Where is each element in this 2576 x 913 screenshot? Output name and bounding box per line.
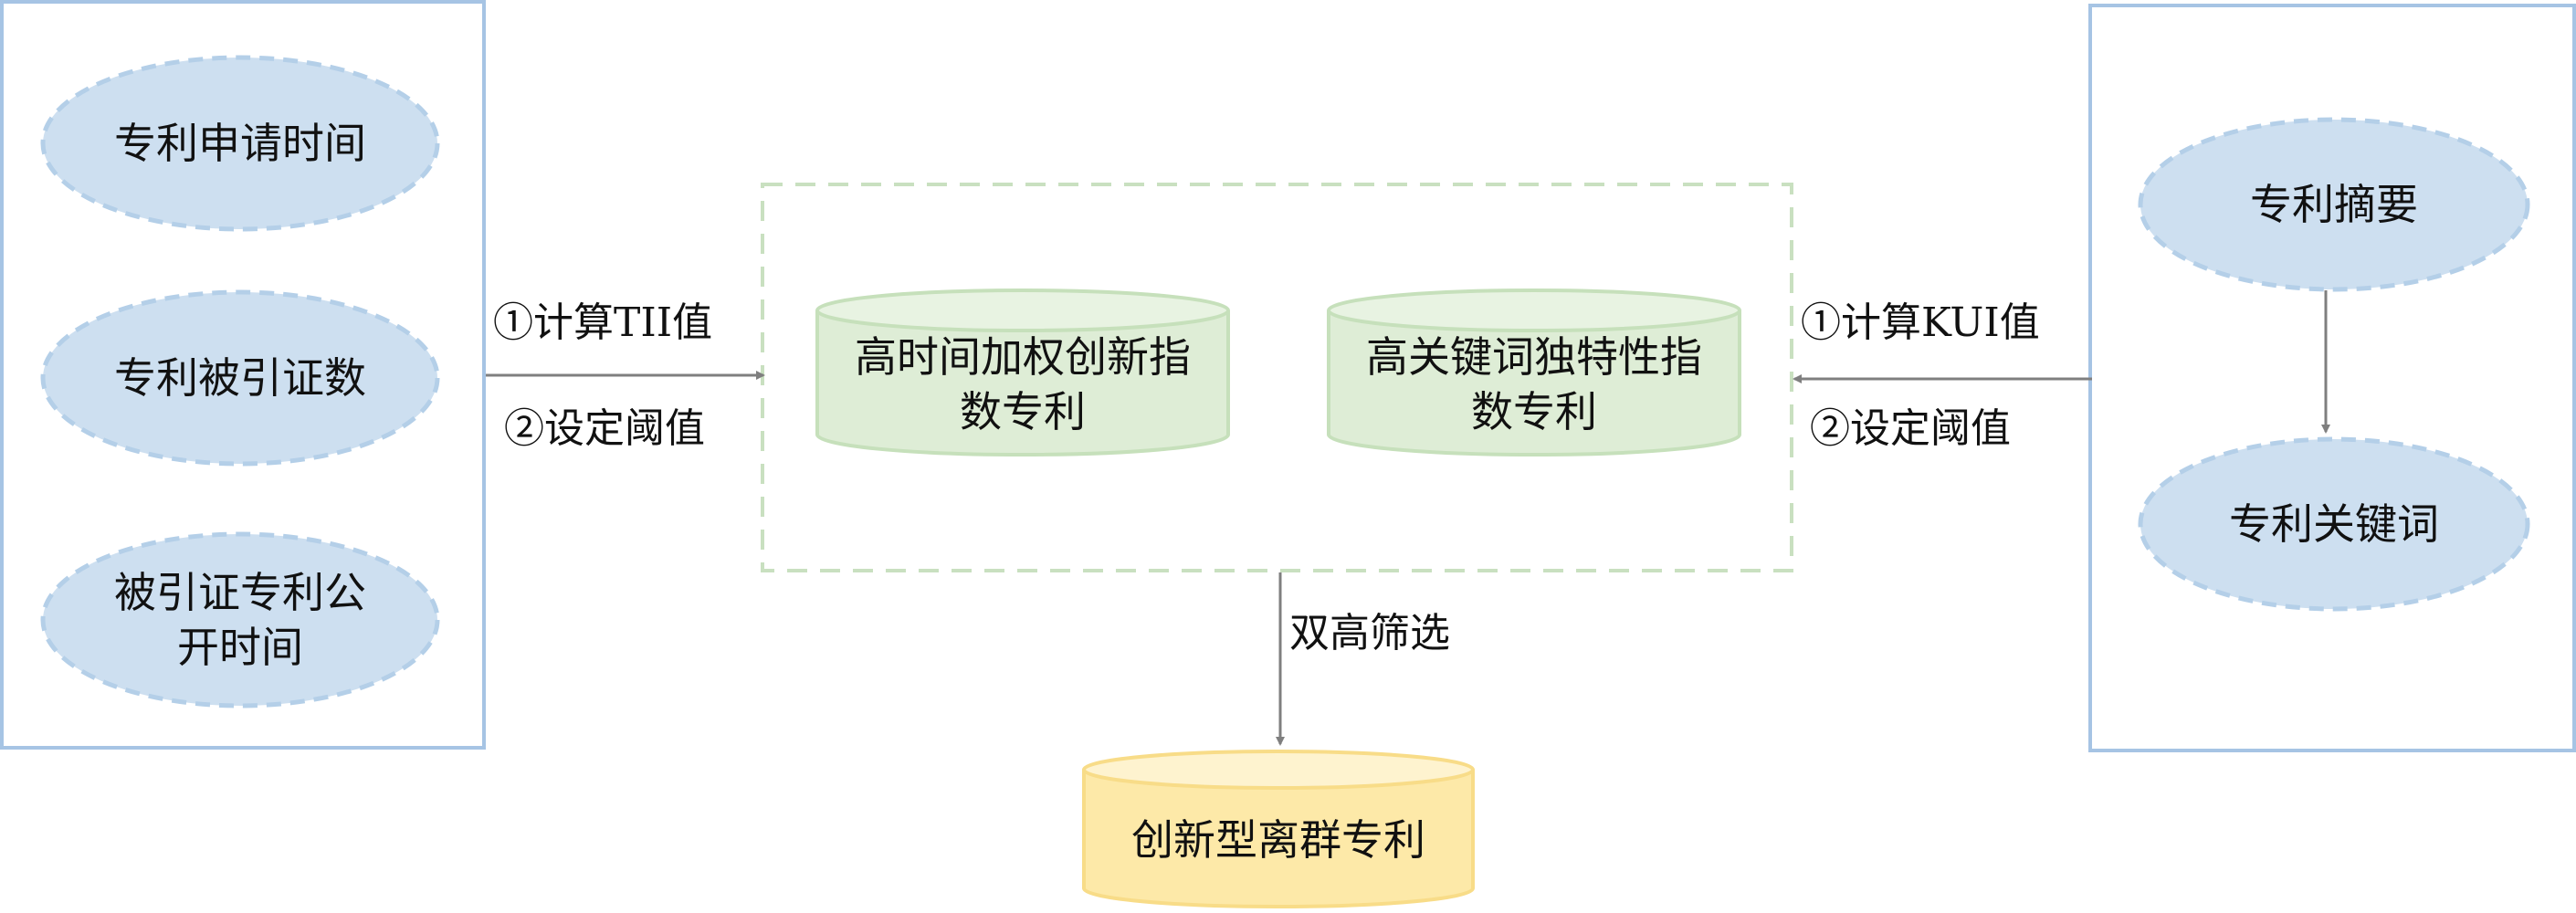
cylinder-kui bbox=[1327, 289, 1741, 456]
cylinder-tii bbox=[815, 289, 1230, 456]
right-node-abstract: 专利摘要 bbox=[2250, 180, 2418, 229]
output-node-outlier-patents: 创新型离群专利 bbox=[1131, 815, 1425, 865]
left-node-citation-count: 专利被引证数 bbox=[114, 353, 366, 403]
right-node-keywords: 专利关键词 bbox=[2229, 499, 2439, 549]
left-node-3-shape bbox=[40, 531, 440, 708]
center-node-tii-patents: 高时间加权创新指数专利 bbox=[855, 332, 1191, 436]
right-node-2-shape bbox=[2138, 436, 2530, 612]
left-edge-label-set-threshold: ②设定阈值 bbox=[504, 405, 705, 452]
right-edge-label-set-threshold: ②设定阈值 bbox=[1810, 405, 2011, 452]
right-panel-frame bbox=[2088, 4, 2576, 752]
center-node-kui-patents: 高关键词独特性指数专利 bbox=[1366, 332, 1702, 436]
left-edge-label-compute-tii: ①计算TII值 bbox=[493, 299, 713, 346]
right-edge-label-compute-kui: ①计算KUI值 bbox=[1801, 299, 2040, 346]
left-node-cited-publication-time: 被引证专利公开时间 bbox=[114, 568, 366, 672]
left-node-1-shape bbox=[40, 55, 440, 232]
right-node-1-shape bbox=[2138, 117, 2530, 292]
left-node-application-time: 专利申请时间 bbox=[114, 119, 366, 168]
left-node-2-shape bbox=[40, 289, 440, 467]
cylinder-output bbox=[1082, 750, 1475, 908]
bottom-edge-label-dual-high-filter: 双高筛选 bbox=[1289, 610, 1450, 656]
